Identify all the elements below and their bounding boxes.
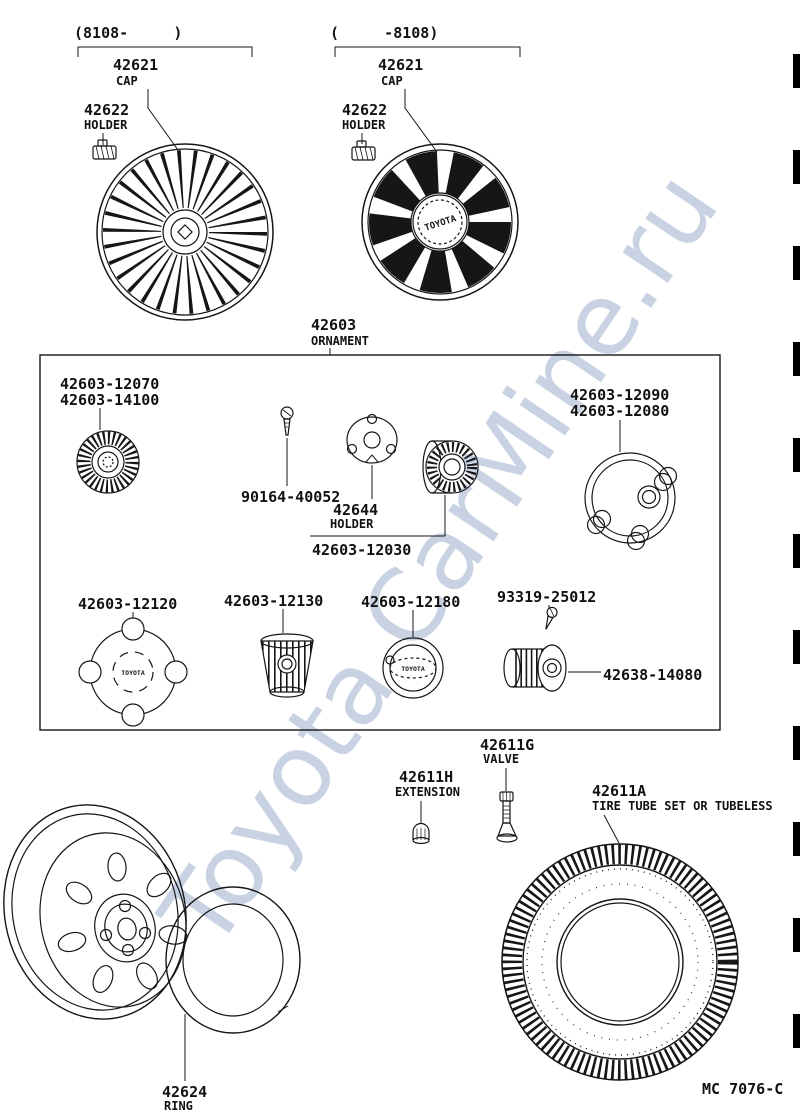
- screw-93319-drawing: [545, 606, 558, 630]
- valve-extension-drawing: [412, 822, 430, 845]
- trim-ring-drawing: [165, 886, 301, 1034]
- ornament-12070-drawing: [76, 430, 140, 494]
- label-ornament-num: 42603: [311, 316, 357, 334]
- label-cap-num-right: 42621: [378, 56, 424, 74]
- ornament-12120-drawing: TOYOTA: [78, 617, 188, 727]
- label-range-left: (8108- ): [74, 24, 183, 42]
- label-cap-left: CAP: [116, 74, 138, 88]
- label-holder-num-right: 42622: [342, 101, 388, 119]
- label-part-42638: 42638-14080: [603, 666, 703, 684]
- label-holder-42644-sub: HOLDER: [330, 517, 374, 531]
- label-extension: EXTENSION: [395, 785, 461, 799]
- holder-42644-drawing: [346, 413, 398, 464]
- label-holder-left: HOLDER: [84, 118, 128, 132]
- label-ornament: ORNAMENT: [311, 334, 369, 348]
- label-holder-right: HOLDER: [342, 118, 386, 132]
- label-part-12120: 42603-12120: [78, 595, 178, 613]
- label-holder-num-left: 42622: [84, 101, 130, 119]
- wheel-cap-spoked-drawing: TOYOTA: [361, 143, 519, 301]
- cap-holder-clip-right-drawing: [351, 140, 376, 161]
- label-part-14100: 42603-14100: [60, 391, 160, 409]
- steel-wheel-drawing: [3, 804, 188, 1020]
- label-part-12180: 42603-12180: [361, 593, 461, 611]
- label-cap-num-left: 42621: [113, 56, 159, 74]
- ornament-12090-drawing: [584, 452, 678, 551]
- label-tire-num: 42611A: [592, 782, 647, 800]
- label-ring-num: 42624: [162, 1083, 208, 1101]
- wheel-cap-turbine-drawing: [96, 143, 274, 321]
- leader-lines: [77, 46, 621, 1081]
- label-ring: RING: [164, 1099, 193, 1113]
- label-extension-num: 42611H: [399, 768, 454, 786]
- ornament-section-box: [39, 354, 721, 731]
- label-tire: TIRE TUBE SET OR TUBELESS: [592, 799, 773, 813]
- ornament-12130-drawing: [260, 633, 314, 698]
- valve-drawing: [496, 791, 518, 843]
- doc-code: MC 7076-C: [702, 1080, 784, 1098]
- cap-holder-clip-left-drawing: [92, 139, 117, 160]
- ornament-12030-drawing: [422, 440, 479, 494]
- label-valve: VALVE: [483, 752, 520, 766]
- label-part-12090: 42603-12090: [570, 386, 670, 404]
- ornament-12180-drawing: TOYOTA: [382, 637, 444, 699]
- label-part-12030: 42603-12030: [312, 541, 412, 559]
- label-cap-right: CAP: [381, 74, 403, 88]
- label-valve-num: 42611G: [480, 736, 535, 754]
- label-holder-42644: 42644: [333, 501, 379, 519]
- label-part-12070: 42603-12070: [60, 375, 160, 393]
- toyota-logo-text: TOYOTA: [121, 669, 145, 677]
- label-range-right: ( -8108): [330, 24, 439, 42]
- label-part-12080: 42603-12080: [570, 402, 670, 420]
- tire-drawing: [501, 843, 739, 1081]
- label-screw-90164: 90164-40052: [241, 488, 341, 506]
- toyota-logo-text: TOYOTA: [401, 665, 425, 673]
- label-screw-93319: 93319-25012: [497, 588, 597, 606]
- ornament-42638-drawing: [503, 644, 567, 692]
- label-part-12130: 42603-12130: [224, 592, 324, 610]
- binding-marks: [793, 54, 800, 1054]
- screw-90164-drawing: [280, 406, 294, 436]
